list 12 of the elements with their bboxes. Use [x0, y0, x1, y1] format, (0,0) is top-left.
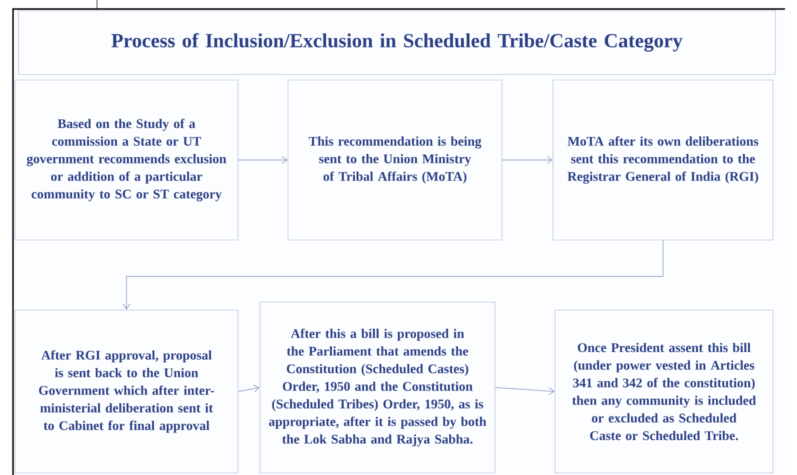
title-box: Process of Inclusion/Exclusion in Scheduled Tribe/Caste Category [18, 10, 776, 75]
process-box: After RGI approval, proposal is sent back to the Union Government which after inter-ministerial deliberation sent it to Cabinet for final approval [14, 310, 238, 474]
arrow [238, 156, 288, 164]
arrow [122, 240, 664, 310]
arrow [502, 156, 553, 164]
arrow [238, 384, 260, 392]
process-box: Based on the Study of a commission a State or UT government recommends exclusion or addition of a particular community to SC or ST category [14, 80, 238, 240]
process-box: This recommendation is being sent to the Union Ministry of Tribal Affairs (MoTA) [288, 80, 502, 240]
process-box: Once President assent this bill (under power vested in Articles 341 and 342 of the constitution) then any community is included or excluded as Scheduled Caste or Scheduled Tribe. [554, 310, 774, 474]
process-box: After this a bill is proposed in the Parliament that amends the Constitution (Scheduled Castes) Order, 1950 and the Constitution (Scheduled Tribes) Order, 1950, as is appropriate, after it is passed by both the Lok Sabha and Rajya Sabha. [260, 302, 496, 474]
arrow [495, 387, 555, 395]
process-box: MoTA after its own deliberations sent this recommendation to the Registrar General of India (RGI) [552, 80, 774, 240]
